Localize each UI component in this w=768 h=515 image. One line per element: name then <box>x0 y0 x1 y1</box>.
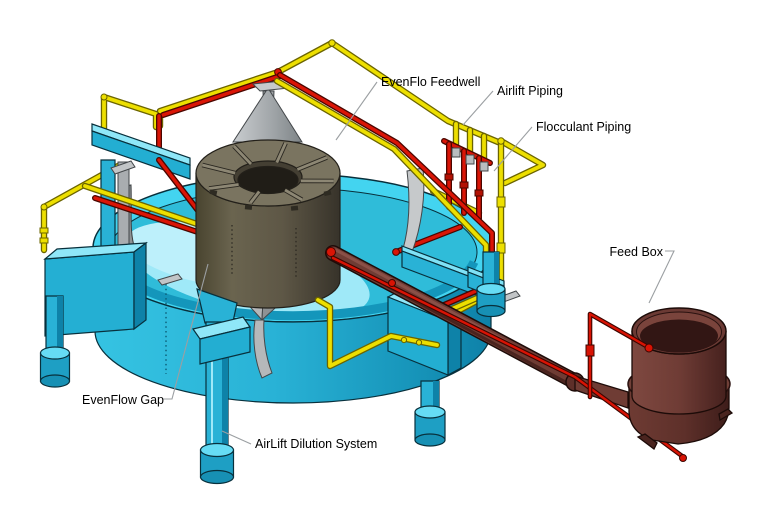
label-evenflow-gap: EvenFlow Gap <box>82 393 164 407</box>
label-flocculant-piping: Flocculant Piping <box>536 120 631 134</box>
feed-bridge <box>39 123 191 388</box>
leader-flocculant-piping <box>493 126 533 172</box>
leader-airlift-piping <box>462 90 494 126</box>
air-injector <box>465 154 475 165</box>
feedwell-center-hole <box>237 165 299 195</box>
feed-box-riser <box>585 311 654 400</box>
pipe-plate <box>110 160 136 175</box>
drive-cone <box>232 80 303 143</box>
front-flocculant-pipe <box>314 296 441 370</box>
leader-feed-box <box>648 250 675 304</box>
evenflow-gusset <box>253 319 273 379</box>
air-injector <box>479 161 489 172</box>
tank-legs <box>414 251 506 447</box>
feedwell-louvers <box>209 189 332 211</box>
leader-evenflow-gap <box>163 263 209 400</box>
pipe-coupling <box>39 227 49 234</box>
evenflo-feedwell <box>195 139 341 309</box>
label-feed-box: Feed Box <box>609 245 663 259</box>
rim-plate <box>157 273 183 286</box>
pipe-coupling <box>585 344 595 357</box>
pipe-elbow <box>326 247 336 257</box>
pipe-flange <box>644 343 654 353</box>
side-piping-pair <box>273 72 495 336</box>
leg-footing <box>39 346 71 360</box>
callouts: EvenFlo Feedwell Airlift Piping Floccula… <box>82 75 675 451</box>
label-airlift-piping: Airlift Piping <box>497 84 563 98</box>
feed-box <box>627 307 734 450</box>
air-injector <box>451 147 461 158</box>
leader-evenflo-feedwell <box>335 81 378 141</box>
feed-box-interior <box>640 319 718 353</box>
leg-footing <box>199 442 235 458</box>
pipe-flange <box>679 454 687 462</box>
leader-airlift-dilution <box>221 430 252 445</box>
label-evenflo-feedwell: EvenFlo Feedwell <box>381 75 480 89</box>
label-airlift-dilution-system: AirLift Dilution System <box>255 437 377 451</box>
airlift-dilution-system <box>192 288 251 485</box>
pipe-coupling <box>496 196 506 208</box>
